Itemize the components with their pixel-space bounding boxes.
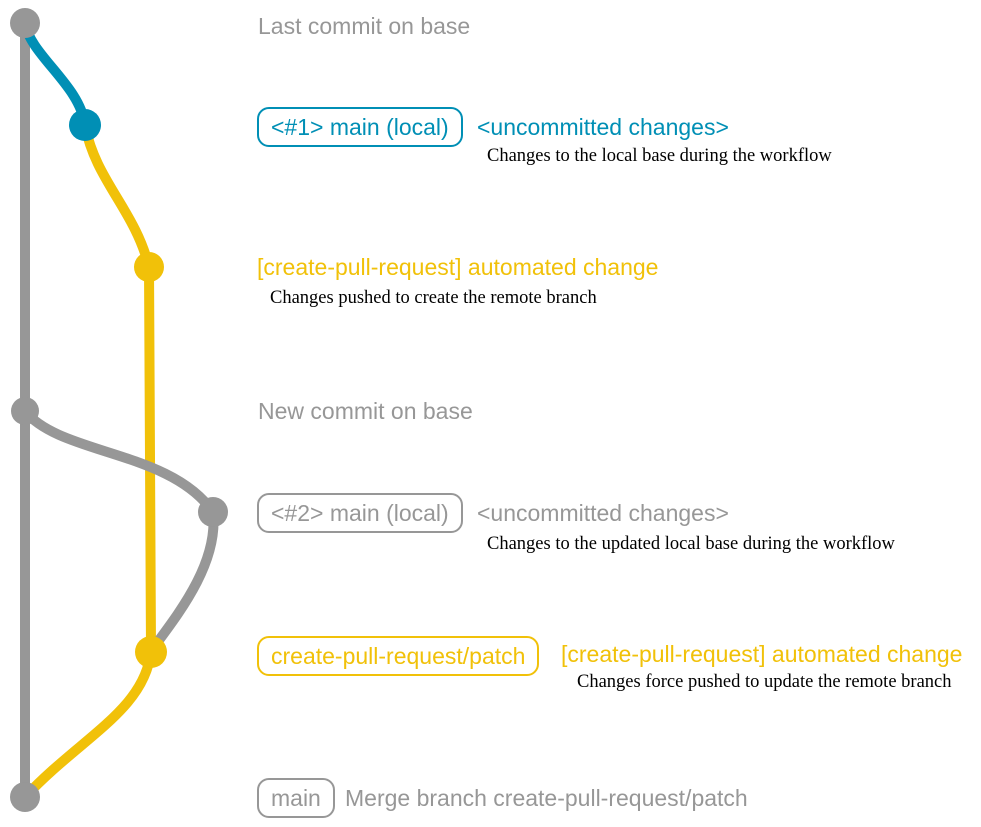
commit-desc-uncommitted-changes-2: Changes to the updated local base during… (487, 534, 895, 554)
commit-label-automated-change-2: [create-pull-request] automated change (561, 641, 963, 667)
commit-label-new-commit-on-base: New commit on base (258, 398, 473, 424)
branch-badge-main-local-1: <#1> main (local) (257, 107, 463, 147)
commit-node-automated-change-1 (134, 252, 164, 282)
git-graph (10, 8, 228, 812)
rebase-branch-line (20, 406, 219, 656)
commit-label-uncommitted-changes-2: <uncommitted changes> (477, 500, 729, 526)
commit-label-merge-commit: Merge branch create-pull-request/patch (345, 785, 748, 811)
commit-node-merge-commit (10, 782, 40, 812)
branch-badge-main: main (257, 778, 335, 818)
local-main-branch-line (20, 18, 90, 130)
commit-label-last-commit-on-base: Last commit on base (258, 13, 471, 39)
commit-desc-uncommitted-changes-1: Changes to the local base during the wor… (487, 146, 832, 166)
commit-node-uncommitted-changes-1 (69, 109, 101, 141)
branch-badge-create-pull-request-patch: create-pull-request/patch (257, 636, 540, 676)
commit-node-uncommitted-changes-2 (198, 497, 228, 527)
commit-node-automated-change-2 (135, 636, 167, 668)
commit-label-uncommitted-changes-1: <uncommitted changes> (477, 114, 729, 140)
merge-branch-line (20, 646, 156, 802)
patch-branch-line (80, 120, 156, 655)
commit-desc-automated-change-1: Changes pushed to create the remote bran… (270, 288, 597, 308)
commit-node-new-commit-on-base (11, 397, 39, 425)
commit-node-last-commit-on-base (10, 8, 40, 38)
commit-label-automated-change-1: [create-pull-request] automated change (257, 254, 659, 280)
branch-badge-main-local-2: <#2> main (local) (257, 493, 463, 533)
commit-desc-automated-change-2: Changes force pushed to update the remot… (577, 672, 952, 692)
